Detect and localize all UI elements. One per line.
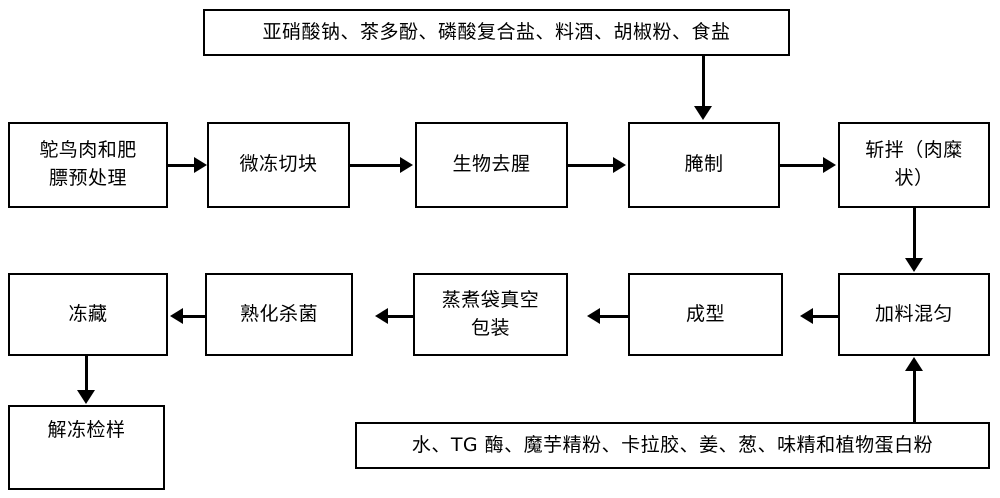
node-ingredients-bottom: 水、TG 酶、魔芋精粉、卡拉胶、姜、葱、味精和植物蛋白粉 [355,422,990,469]
edge-curing-to-chopping-line [780,164,825,167]
edge-mixing-to-forming-arrow [800,308,813,324]
edge-cut-to-deodorize-line [350,164,402,167]
edge-deodorize-to-curing-arrow [613,157,626,173]
edge-ingredients-bottom-to-mixing-line [913,370,916,422]
edge-sterilize-to-storage-arrow [170,308,183,324]
edge-cut-to-deodorize-arrow [400,157,413,173]
edge-forming-to-packaging-arrow [587,308,600,324]
edge-curing-to-chopping-arrow [823,157,836,173]
node-forming: 成型 [628,273,783,356]
edge-packaging-to-sterilize-line [388,315,413,318]
edge-forming-to-packaging-line [600,315,628,318]
node-thaw-inspection: 解冻检样 [8,405,165,490]
node-vacuum-packaging: 蒸煮袋真空 包装 [413,273,568,356]
node-curing: 腌制 [628,122,780,208]
edge-storage-to-thaw-line [85,356,88,392]
node-cook-sterilize: 熟化杀菌 [205,273,353,356]
node-biological-deodorize: 生物去腥 [415,122,568,208]
node-chopping: 斩拌（肉糜 状） [838,122,990,208]
edge-ingredients-to-curing-line [702,56,705,108]
edge-mixing-to-forming-line [813,315,838,318]
node-frozen-storage: 冻藏 [8,273,168,356]
edge-pretreatment-to-cut-line [168,164,196,167]
edge-chopping-to-mixing-arrow [905,258,923,272]
edge-ingredients-bottom-to-mixing-arrow [905,357,923,371]
edge-ingredients-to-curing-arrow [694,106,712,120]
edge-packaging-to-sterilize-arrow [375,308,388,324]
node-ingredients-top: 亚硝酸钠、茶多酚、磷酸复合盐、料酒、胡椒粉、食盐 [203,9,790,56]
edge-pretreatment-to-cut-arrow [194,157,207,173]
node-pretreatment: 鸵鸟肉和肥 膘预处理 [8,122,168,208]
edge-storage-to-thaw-arrow [77,390,95,404]
node-slight-freeze-cut: 微冻切块 [207,122,350,208]
node-mixing: 加料混匀 [838,273,990,356]
edge-deodorize-to-curing-line [568,164,615,167]
edge-chopping-to-mixing-line [913,208,916,260]
edge-sterilize-to-storage-line [183,315,205,318]
